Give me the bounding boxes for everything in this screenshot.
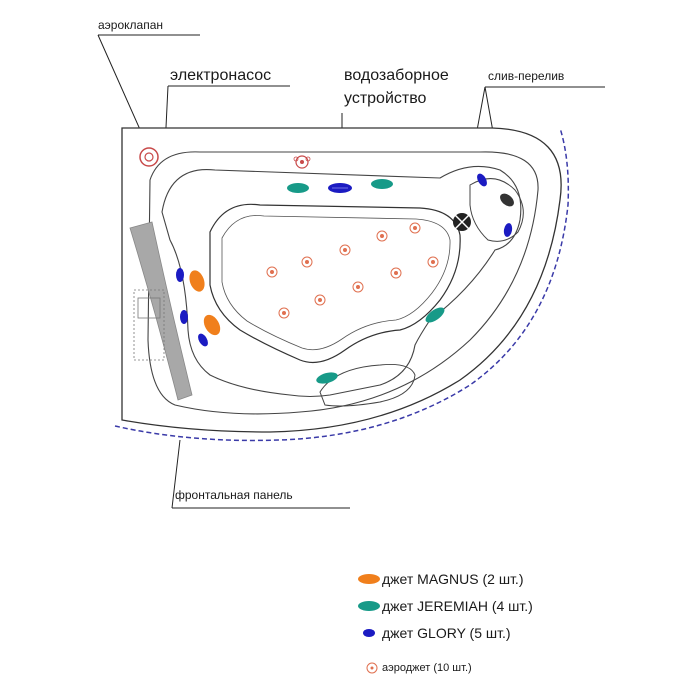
glory-jet [180, 310, 188, 324]
glory-jet [503, 223, 513, 237]
pump-motor-block [137, 297, 161, 319]
jeremiah-jet [371, 179, 393, 189]
legend-label: джет JEREMIAH (4 шт.) [382, 598, 533, 614]
label-drain: слив-перелив [488, 69, 565, 83]
drain-corner-block [469, 178, 524, 242]
magnus-jet [189, 270, 205, 292]
water-intake-icon [328, 183, 352, 193]
overflow-valve-icon [500, 193, 514, 207]
jeremiah-jet [316, 372, 338, 384]
pump-bar [129, 221, 193, 401]
magnus-jet [203, 314, 221, 336]
jeremiah-jets [287, 179, 445, 384]
control-unit-icon [293, 155, 311, 169]
label-intake-line2: устройство [344, 90, 427, 107]
glory-jet [176, 268, 184, 282]
label-pump: электронасос [170, 67, 272, 84]
tub-inner-basin-offset [221, 215, 451, 351]
aerojet [376, 230, 388, 242]
aerojet [352, 281, 364, 293]
legend-label: джет GLORY (5 шт.) [382, 625, 511, 641]
aerojet [409, 222, 421, 234]
headrest-pad [319, 364, 416, 407]
jeremiah-jet [425, 307, 445, 323]
glory-jet [198, 333, 208, 347]
label-front-panel: фронтальная панель [175, 488, 293, 502]
orange-oval-jet-icon [358, 574, 380, 584]
tub-inner-basin [209, 203, 461, 363]
label-intake-line1: водозаборное [344, 67, 449, 84]
glory-jet [477, 173, 487, 187]
aerojet [390, 267, 402, 279]
aerojet [301, 256, 313, 268]
blue-oval-jet-icon [363, 629, 375, 637]
magnus-jets [189, 270, 221, 336]
legend-label: джет MAGNUS (2 шт.) [382, 571, 524, 587]
legend-row-magnus: джет MAGNUS (2 шт.) [356, 568, 523, 590]
aerojet-dot-icon [366, 662, 378, 674]
glory-jets [176, 173, 513, 347]
pump-housing [133, 289, 165, 361]
aerojet [339, 244, 351, 256]
tub-inner-rim [147, 151, 539, 415]
aerojet [427, 256, 439, 268]
label-air-valve: аэроклапан [98, 18, 164, 32]
legend-row-aero: аэроджет (10 шт.) [356, 657, 472, 679]
aerojet [278, 307, 290, 319]
legend-label: аэроджет (10 шт.) [382, 662, 472, 674]
jeremiah-jet [287, 183, 309, 193]
aerojet [266, 266, 278, 278]
legend-row-glory: джет GLORY (5 шт.) [356, 622, 511, 644]
tub-upper-platform [161, 165, 522, 398]
legend-row-jeremiah: джет JEREMIAH (4 шт.) [356, 595, 533, 617]
teal-oval-jet-icon [358, 601, 380, 611]
front-panel-leader [171, 439, 350, 509]
air-valve-icon [139, 147, 159, 167]
aerojet [314, 294, 326, 306]
drain-overflow-icon [453, 213, 471, 231]
aerojets [266, 222, 439, 319]
front-panel-dashed-edge [114, 127, 570, 442]
legend-swatches [358, 574, 380, 674]
